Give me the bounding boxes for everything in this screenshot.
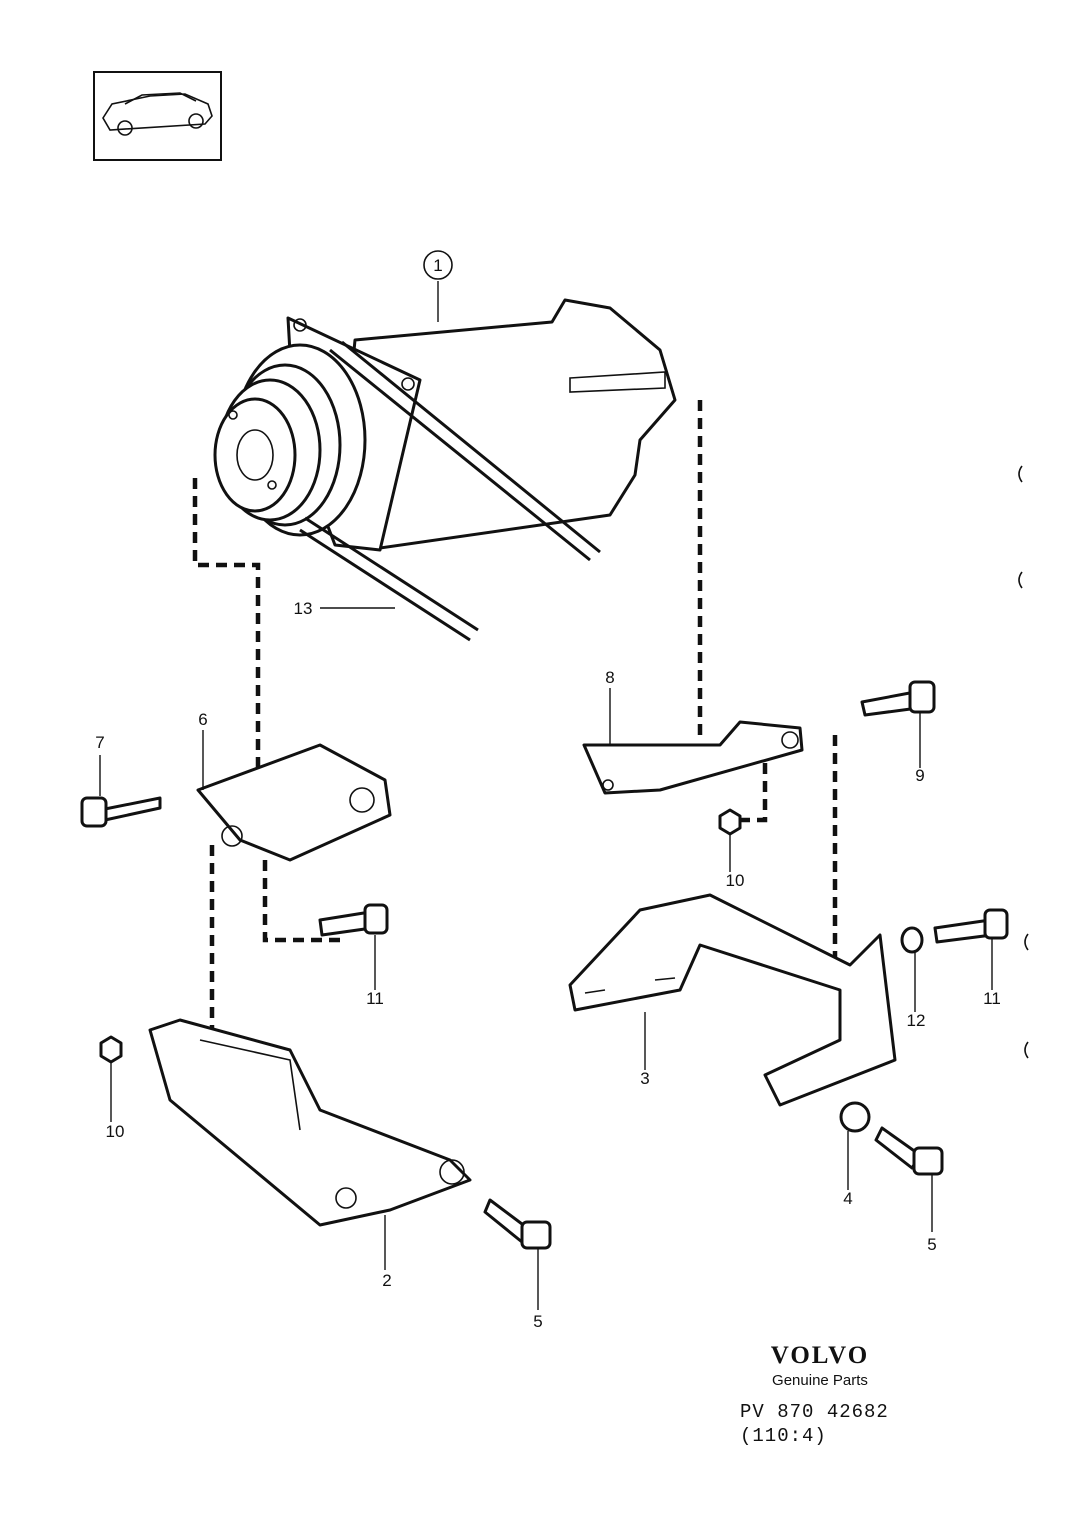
drive-belt bbox=[299, 340, 601, 642]
bracket-upper-left bbox=[196, 743, 392, 862]
callout-4: 4 bbox=[843, 1189, 852, 1208]
vehicle-thumbnail bbox=[93, 71, 222, 161]
callout-6: 6 bbox=[198, 710, 207, 729]
bolt-9 bbox=[860, 680, 936, 717]
callout-5-right: 5 bbox=[927, 1235, 936, 1254]
callout-1: 1 bbox=[433, 256, 442, 275]
bracket-lower-right bbox=[568, 893, 897, 1107]
bolt-11-left bbox=[318, 903, 389, 937]
bolt-5-right bbox=[874, 1126, 944, 1176]
car-sedan-icon bbox=[102, 92, 213, 136]
leader-lines bbox=[99, 281, 993, 1310]
bracket-lower-left bbox=[148, 1018, 472, 1227]
callout-13: 13 bbox=[294, 599, 313, 618]
brand-subtitle: Genuine Parts bbox=[772, 1372, 868, 1389]
callout-10-left: 10 bbox=[106, 1122, 125, 1141]
callout-11-right: 11 bbox=[983, 989, 1001, 1008]
reference-number: PV 870 42682 bbox=[740, 1401, 889, 1423]
bolt-5-left bbox=[483, 1198, 552, 1250]
callout-2: 2 bbox=[382, 1271, 391, 1290]
document-code: PV 870 42682 (110:4) bbox=[740, 1400, 889, 1448]
callout-8: 8 bbox=[605, 668, 614, 687]
callout-12: 12 bbox=[907, 1011, 926, 1030]
callout-7: 7 bbox=[95, 733, 104, 752]
bracket-upper-right bbox=[582, 720, 804, 795]
nut-10-right bbox=[718, 808, 742, 836]
assembly-lines bbox=[192, 400, 838, 1030]
brand-block: VOLVO Genuine Parts bbox=[740, 1342, 900, 1389]
callout-9: 9 bbox=[915, 766, 924, 785]
spacer-4 bbox=[839, 1101, 871, 1133]
bolt-7 bbox=[80, 796, 162, 828]
callout-3: 3 bbox=[640, 1069, 649, 1088]
washer-12 bbox=[900, 926, 924, 954]
binder-marks bbox=[1018, 465, 1029, 1059]
brand-logo: VOLVO bbox=[770, 1342, 870, 1369]
callout-5-left: 5 bbox=[533, 1312, 542, 1331]
callout-11-left: 11 bbox=[366, 989, 384, 1008]
compressor bbox=[213, 298, 677, 552]
nut-10-left bbox=[99, 1035, 123, 1064]
callout-10-right: 10 bbox=[726, 871, 745, 890]
bolt-11-right bbox=[933, 908, 1009, 944]
section-number: (110:4) bbox=[740, 1425, 827, 1447]
